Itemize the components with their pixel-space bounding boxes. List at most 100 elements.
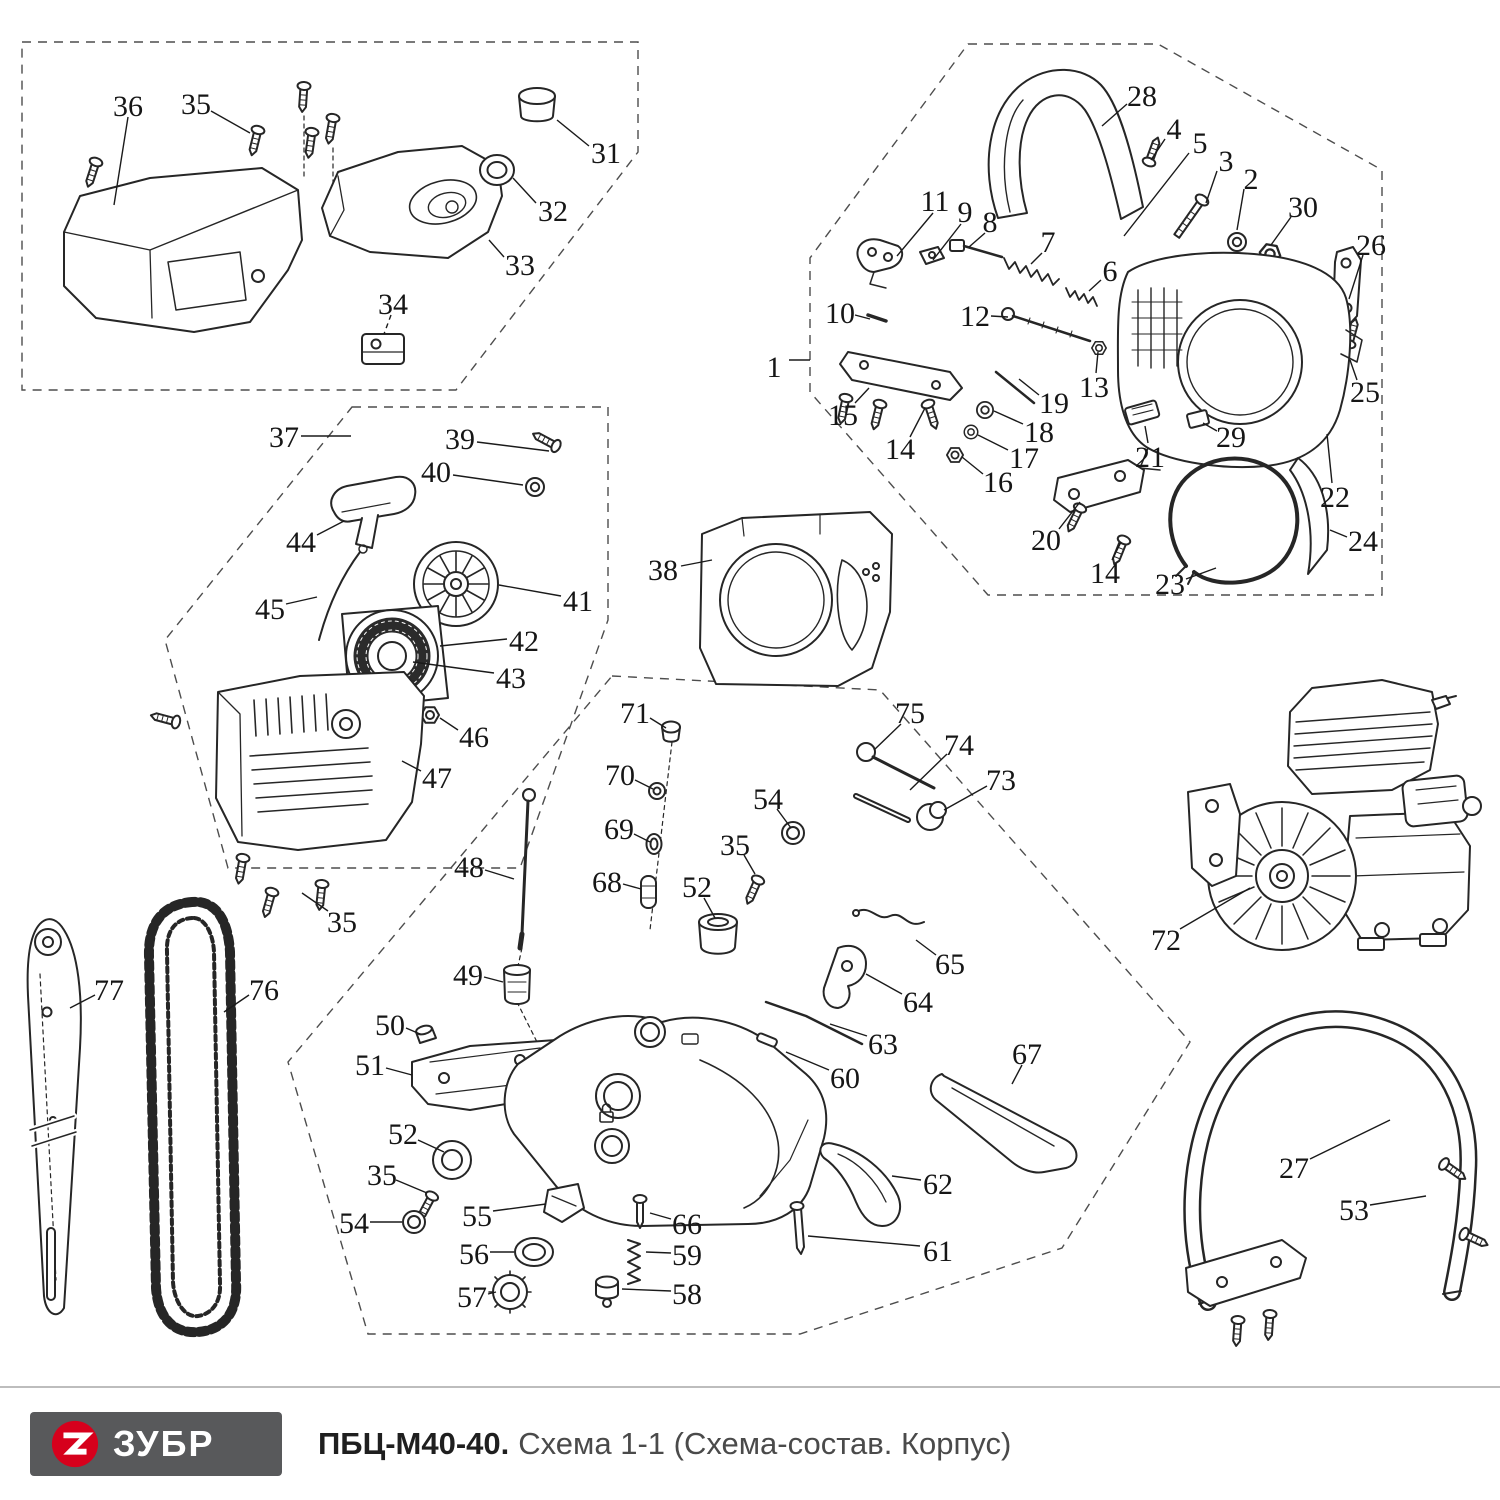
leader-line-33-4 — [488, 239, 505, 258]
part-label-34-5: 34 — [378, 288, 408, 321]
leader-line-30-11 — [1270, 216, 1292, 246]
part-label-69-50: 69 — [604, 813, 634, 846]
starter-group — [148, 427, 564, 920]
part-label-73-70: 73 — [986, 764, 1016, 797]
leader-line-17-26 — [977, 434, 1009, 451]
part-label-54-52: 54 — [753, 783, 783, 816]
leader-line-68-51 — [622, 883, 642, 890]
part-label-35-46: 35 — [327, 906, 357, 939]
part-label-72-78: 72 — [1151, 924, 1181, 957]
starter-rope — [318, 551, 361, 641]
part-label-61-77: 61 — [923, 1235, 953, 1268]
part-label-74-69: 74 — [944, 729, 974, 762]
part-label-2-10: 2 — [1244, 163, 1259, 196]
part-label-14-31: 14 — [1090, 557, 1120, 590]
leader-line-67-75 — [1011, 1064, 1023, 1085]
part-label-37-36: 37 — [269, 421, 299, 454]
bracket-lever — [856, 238, 904, 273]
brake-group — [833, 68, 1364, 585]
part-label-9-14: 9 — [958, 196, 973, 229]
part-label-1-18: 1 — [767, 351, 782, 384]
part-label-20-30: 20 — [1031, 524, 1061, 557]
part-label-33-4: 33 — [505, 249, 535, 282]
leader-line-52-54 — [703, 897, 716, 919]
leader-line-53-80 — [1369, 1195, 1427, 1206]
starter-grip — [330, 475, 417, 523]
leader-line-73-70 — [943, 785, 988, 811]
handlebar — [1183, 1010, 1492, 1348]
leader-line-21-29 — [1144, 425, 1149, 444]
part-label-65-71: 65 — [935, 948, 965, 981]
leader-line-2-10 — [1236, 188, 1245, 231]
leader-line-58-67 — [621, 1288, 672, 1292]
part-label-71-48: 71 — [620, 697, 650, 730]
leader-line-35-53 — [743, 854, 756, 875]
pawl — [919, 246, 945, 265]
leader-line-60-74 — [785, 1051, 830, 1071]
part-label-56-63: 56 — [459, 1238, 489, 1271]
leader-line-64-72 — [865, 973, 903, 995]
part-label-36-0: 36 — [113, 90, 143, 123]
part-label-70-49: 70 — [605, 759, 635, 792]
brand-logo: ЗУБР — [30, 1412, 282, 1476]
part-label-41-40: 41 — [563, 585, 593, 618]
part-label-50-57: 50 — [375, 1009, 405, 1042]
part-label-60-74: 60 — [830, 1062, 860, 1095]
slider — [949, 239, 965, 252]
leader-line-9-14 — [932, 223, 962, 261]
leader-line-4-7 — [1150, 138, 1166, 161]
leader-line-31-2 — [556, 119, 590, 147]
leader-line-44-39 — [316, 520, 345, 536]
assembly-regions — [21, 41, 1383, 1335]
leader-line-45-41 — [285, 596, 318, 605]
saw-chain — [143, 896, 242, 1338]
leader-line-74-69 — [909, 753, 948, 791]
brake-band — [1168, 456, 1300, 585]
diagram-svg: 3635313233342845323026119876110121315141… — [21, 41, 1492, 1348]
leader-line-75-68 — [873, 723, 902, 751]
leader-line-57-64 — [487, 1291, 497, 1295]
part-label-49-56: 49 — [453, 959, 483, 992]
leader-line-12-20 — [990, 315, 1009, 318]
leader-line-16-27 — [961, 456, 984, 475]
cylinder — [1287, 679, 1439, 795]
leader-line-39-37 — [476, 441, 550, 452]
part-label-64-72: 64 — [903, 986, 933, 1019]
leader-line-7-16 — [1030, 252, 1043, 265]
leader-line-49-56 — [483, 976, 504, 983]
part-label-47-45: 47 — [422, 762, 452, 795]
part-label-4-7: 4 — [1167, 113, 1182, 146]
region-body-assembly — [287, 675, 1191, 1335]
leader-line-6-17 — [1088, 279, 1102, 292]
leader-line-59-66 — [645, 1251, 672, 1254]
part-label-12-20: 12 — [960, 300, 990, 333]
rear-guard — [819, 1142, 901, 1227]
part-label-29-28: 29 — [1216, 421, 1246, 454]
part-label-23-35: 23 — [1155, 568, 1185, 601]
brake-spring — [1003, 257, 1060, 286]
part-label-45-41: 45 — [255, 593, 285, 626]
handlebar-plate — [1185, 1239, 1307, 1307]
part-label-40-38: 40 — [421, 456, 451, 489]
part-label-52-54: 52 — [682, 871, 712, 904]
part-label-6-17: 6 — [1103, 255, 1118, 288]
leader-line-36-0 — [113, 116, 129, 206]
cap-nut — [595, 1275, 619, 1289]
top-cover-group — [63, 80, 556, 365]
part-label-77-81: 77 — [94, 974, 124, 1007]
region-top-covers — [21, 41, 639, 391]
leader-line-40-38 — [452, 474, 524, 486]
leader-line-77-81 — [69, 994, 96, 1009]
part-label-27-79: 27 — [1279, 1152, 1309, 1185]
leader-line-46-44 — [439, 717, 459, 731]
leader-line-42-42 — [439, 638, 508, 647]
leader-line-41-40 — [498, 584, 562, 597]
part-label-46-44: 46 — [459, 721, 489, 754]
part-label-11-13: 11 — [921, 185, 950, 218]
leader-line-51-58 — [385, 1067, 413, 1076]
part-label-35-1: 35 — [181, 88, 211, 121]
part-label-24-34: 24 — [1348, 525, 1378, 558]
leader-line-76-82 — [223, 994, 250, 1013]
part-label-35-60: 35 — [367, 1159, 397, 1192]
part-label-16-27: 16 — [983, 466, 1013, 499]
